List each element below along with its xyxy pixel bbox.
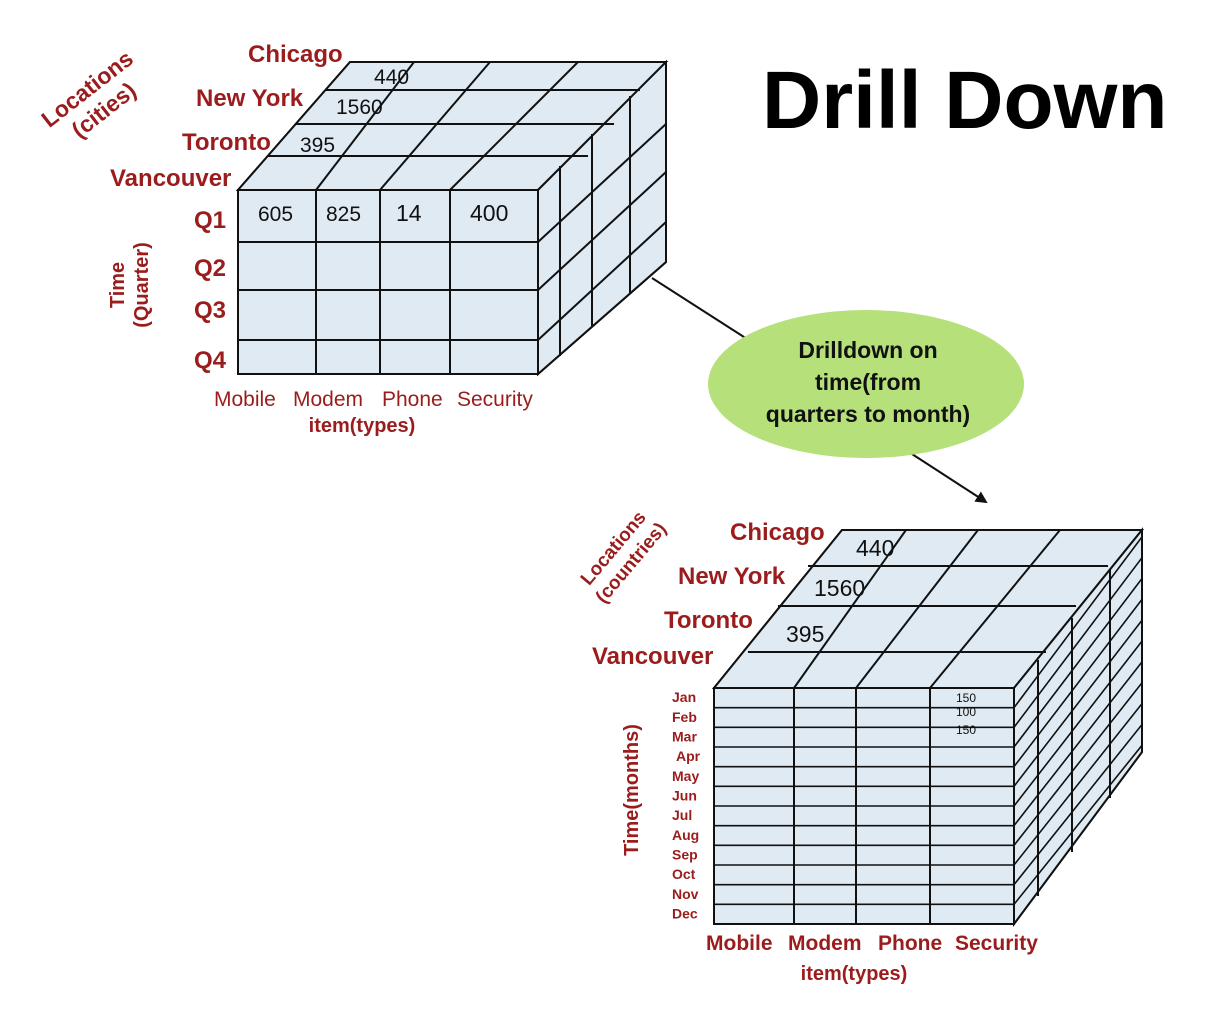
cube1-item-phone: Phone [382, 388, 443, 411]
cube2-value-security-feb: 100 [956, 705, 976, 719]
cube2-item-modem: Modem [788, 932, 862, 955]
cube1-city-chicago: Chicago [248, 41, 343, 68]
cube2-month-dec: Dec [672, 905, 698, 921]
cube2-side-month-line [1013, 536, 1143, 709]
cube2-value-security-mar: 150 [956, 723, 976, 737]
cube2-side-month-rows [1013, 536, 1143, 905]
cube2-time-axis-label: Time(months) [621, 724, 643, 856]
cube1-time-axis-label: Time (Quarter) [107, 242, 153, 328]
operation-line-3: quarters to month) [766, 401, 970, 427]
cube1-period-q1: Q1 [194, 207, 226, 234]
cube2-city-toronto: Toronto [664, 607, 753, 634]
cube2-month-sep: Sep [672, 846, 698, 862]
cube1-period-q4: Q4 [194, 347, 227, 374]
cube2-month-may: May [672, 768, 699, 784]
cube2-top-grid [748, 529, 1108, 689]
cube2-city-vancouver: Vancouver [592, 643, 713, 670]
cube2-month-nov: Nov [672, 886, 699, 902]
cube2-value-new-york: 1560 [814, 575, 865, 601]
cube1-city-new-york: New York [196, 85, 304, 112]
cube2-item-mobile: Mobile [706, 932, 773, 955]
cube1-value-security: 400 [470, 200, 508, 226]
connector-arrow [911, 453, 988, 504]
cube1-value-phone: 14 [396, 200, 422, 226]
cube1-value-toronto: 395 [300, 134, 335, 157]
cube2-month-jun: Jun [672, 787, 697, 803]
operation-line-1: Drilldown on [798, 337, 937, 363]
cube2-item-axis-label: item(types) [801, 963, 908, 985]
cube2-side-month-line [1013, 744, 1143, 905]
cube1-item-mobile: Mobile [214, 388, 276, 411]
cube2-side-month-line [1013, 598, 1143, 768]
operation-bubble [708, 310, 1024, 458]
cube2-side-month-line [1013, 682, 1143, 846]
cube1-locations-axis-label: Locations (cities) [36, 45, 141, 143]
cube-months: 440 1560 395 150 100 150 Chicago New Yor… [577, 507, 1145, 985]
diagram-title: Drill Down [762, 55, 1167, 146]
cube2-value-toronto: 395 [786, 621, 824, 647]
cube2-month-mar: Mar [672, 728, 697, 744]
cube1-front-face [237, 189, 539, 375]
cube2-item-phone: Phone [878, 932, 942, 955]
cube2-value-chicago: 440 [856, 535, 894, 561]
cube1-city-toronto: Toronto [182, 129, 271, 156]
cube1-top-grid [268, 61, 640, 191]
cube1-item-modem: Modem [293, 388, 363, 411]
cube2-city-new-york: New York [678, 563, 786, 590]
cube2-side-month-line [1013, 723, 1143, 886]
cube-quarters: 605 825 14 400 440 1560 395 Chicago New … [36, 41, 669, 437]
cube2-side-month-line [1013, 640, 1143, 807]
cube1-city-vancouver: Vancouver [110, 165, 231, 192]
cube2-item-security: Security [955, 932, 1038, 955]
cube2-value-security-jan: 150 [956, 691, 976, 705]
cube1-value-chicago: 440 [374, 66, 409, 89]
cube2-month-oct: Oct [672, 866, 696, 882]
cube1-value-mobile: 605 [258, 203, 293, 226]
cube2-city-chicago: Chicago [730, 519, 825, 546]
cube1-value-new-york: 1560 [336, 96, 383, 119]
cube1-value-modem: 825 [326, 203, 361, 226]
cube2-side-month-line [1013, 619, 1143, 787]
drilldown-connector: Drilldown on time(from quarters to month… [651, 277, 1024, 504]
cube2-side-month-line [1013, 557, 1143, 728]
cube2-side-month-line [1013, 703, 1143, 866]
cube2-month-aug: Aug [672, 827, 699, 843]
cube2-side-month-line [1013, 578, 1143, 748]
cube2-month-jul: Jul [672, 807, 692, 823]
cube1-period-q2: Q2 [194, 255, 226, 282]
cube2-month-feb: Feb [672, 709, 697, 725]
cube2-locations-axis-label: Locations (countries) [577, 507, 671, 607]
cube1-side-grid [537, 96, 667, 356]
cube1-item-axis-label: item(types) [309, 415, 416, 437]
cube1-item-security: Security [457, 388, 533, 411]
connector-line-top [651, 277, 759, 347]
operation-line-2: time(from [815, 369, 921, 395]
cube2-month-apr: Apr [676, 748, 701, 764]
cube2-side-month-line [1013, 661, 1143, 827]
cube1-period-q3: Q3 [194, 297, 226, 324]
cube1-front-grid [238, 190, 538, 374]
svg-text:Time: Time [107, 262, 129, 308]
cube2-month-jan: Jan [672, 689, 696, 705]
svg-text:(Quarter): (Quarter) [131, 242, 153, 328]
cube2-month-rows [714, 706, 1014, 906]
